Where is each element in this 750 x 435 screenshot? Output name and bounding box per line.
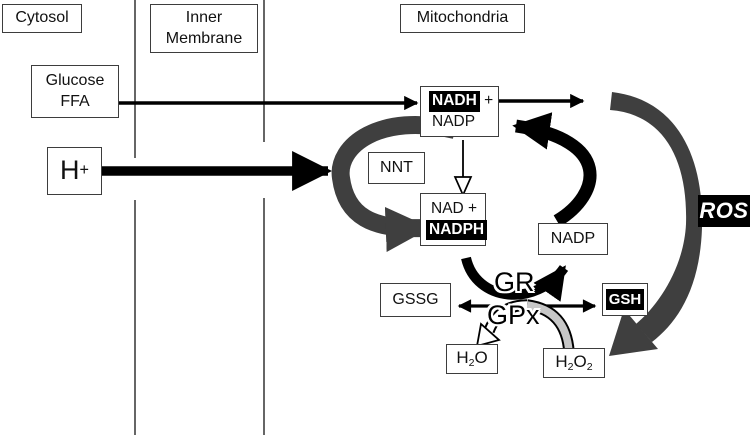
- h-plus-base: H: [60, 155, 80, 186]
- node-gssg: GSSG: [380, 283, 451, 317]
- h-plus-sup: +: [79, 161, 89, 180]
- h2o2-o: O: [573, 352, 587, 372]
- node-nnt: NNT: [368, 152, 425, 184]
- nadph-highlight: NADPH: [426, 219, 488, 240]
- nnt-cycle-arrow: [331, 116, 458, 252]
- h2o-o: O: [474, 348, 488, 368]
- cytosol-text: Cytosol: [15, 9, 69, 27]
- ros-text: ROS: [699, 198, 749, 223]
- node-glucose-ffa: Glucose FFA: [31, 65, 119, 118]
- gpx-arc-left-fill: [485, 301, 528, 333]
- gpx-arrowhead: [475, 322, 501, 348]
- nad-plus-row: NAD +: [431, 200, 478, 218]
- gr-text: GR: [494, 267, 535, 297]
- h2o-sub: 2: [468, 357, 475, 370]
- ffa-text: FFA: [60, 92, 90, 110]
- nadp-text: NADP: [550, 229, 596, 247]
- h2o2-sub2: 2: [586, 361, 593, 374]
- gpx-text: GPx: [487, 300, 540, 330]
- region-label-cytosol: Cytosol: [2, 4, 82, 33]
- node-nad-nadph: NAD + NADPH: [420, 193, 488, 246]
- gpx-arc-right-fill: [526, 301, 573, 353]
- gssg-text: GSSG: [392, 290, 439, 308]
- nadh-highlight: NADH: [429, 91, 480, 112]
- gr-reaction-arrow: [461, 256, 569, 302]
- nadp-to-nadh-arrow: [512, 112, 597, 227]
- node-h-plus: H+: [47, 147, 102, 195]
- nadp-row: NADP: [432, 112, 476, 130]
- h2o-h: H: [456, 348, 469, 368]
- inner-membrane-line2: Membrane: [165, 29, 243, 47]
- region-label-inner-membrane: Inner Membrane: [150, 4, 258, 53]
- inner-membrane-line1: Inner: [185, 8, 223, 26]
- label-gpx-enzyme: GPx: [487, 300, 540, 331]
- region-label-mitochondria: Mitochondria: [400, 4, 525, 33]
- nadh-plus: +: [479, 92, 494, 110]
- label-ros: ROS: [698, 195, 750, 227]
- node-gsh: GSH: [602, 283, 648, 316]
- h2o-text: H2O: [456, 347, 487, 371]
- node-nadp: NADP: [538, 223, 608, 255]
- ros-arrow-ribbon: [610, 92, 703, 342]
- node-h2o: H2O: [446, 344, 498, 374]
- h2o2-h: H: [555, 352, 568, 372]
- nadh-to-nadph-arrowhead: [453, 176, 473, 198]
- nadh-row: NADH +: [429, 91, 494, 112]
- nnt-text: NNT: [380, 158, 413, 176]
- glucose-text: Glucose: [45, 71, 105, 89]
- label-gr-enzyme: GR: [494, 267, 535, 298]
- node-nadh-nadp: NADH + NADP: [420, 86, 499, 137]
- ros-arrowhead: [609, 309, 658, 356]
- node-h2o2: H2O2: [543, 348, 605, 378]
- h2o2-text: H2O2: [555, 351, 592, 375]
- mitochondria-text: Mitochondria: [416, 9, 509, 27]
- gsh-highlight: GSH: [605, 288, 645, 311]
- h2o2-sub1: 2: [567, 361, 574, 374]
